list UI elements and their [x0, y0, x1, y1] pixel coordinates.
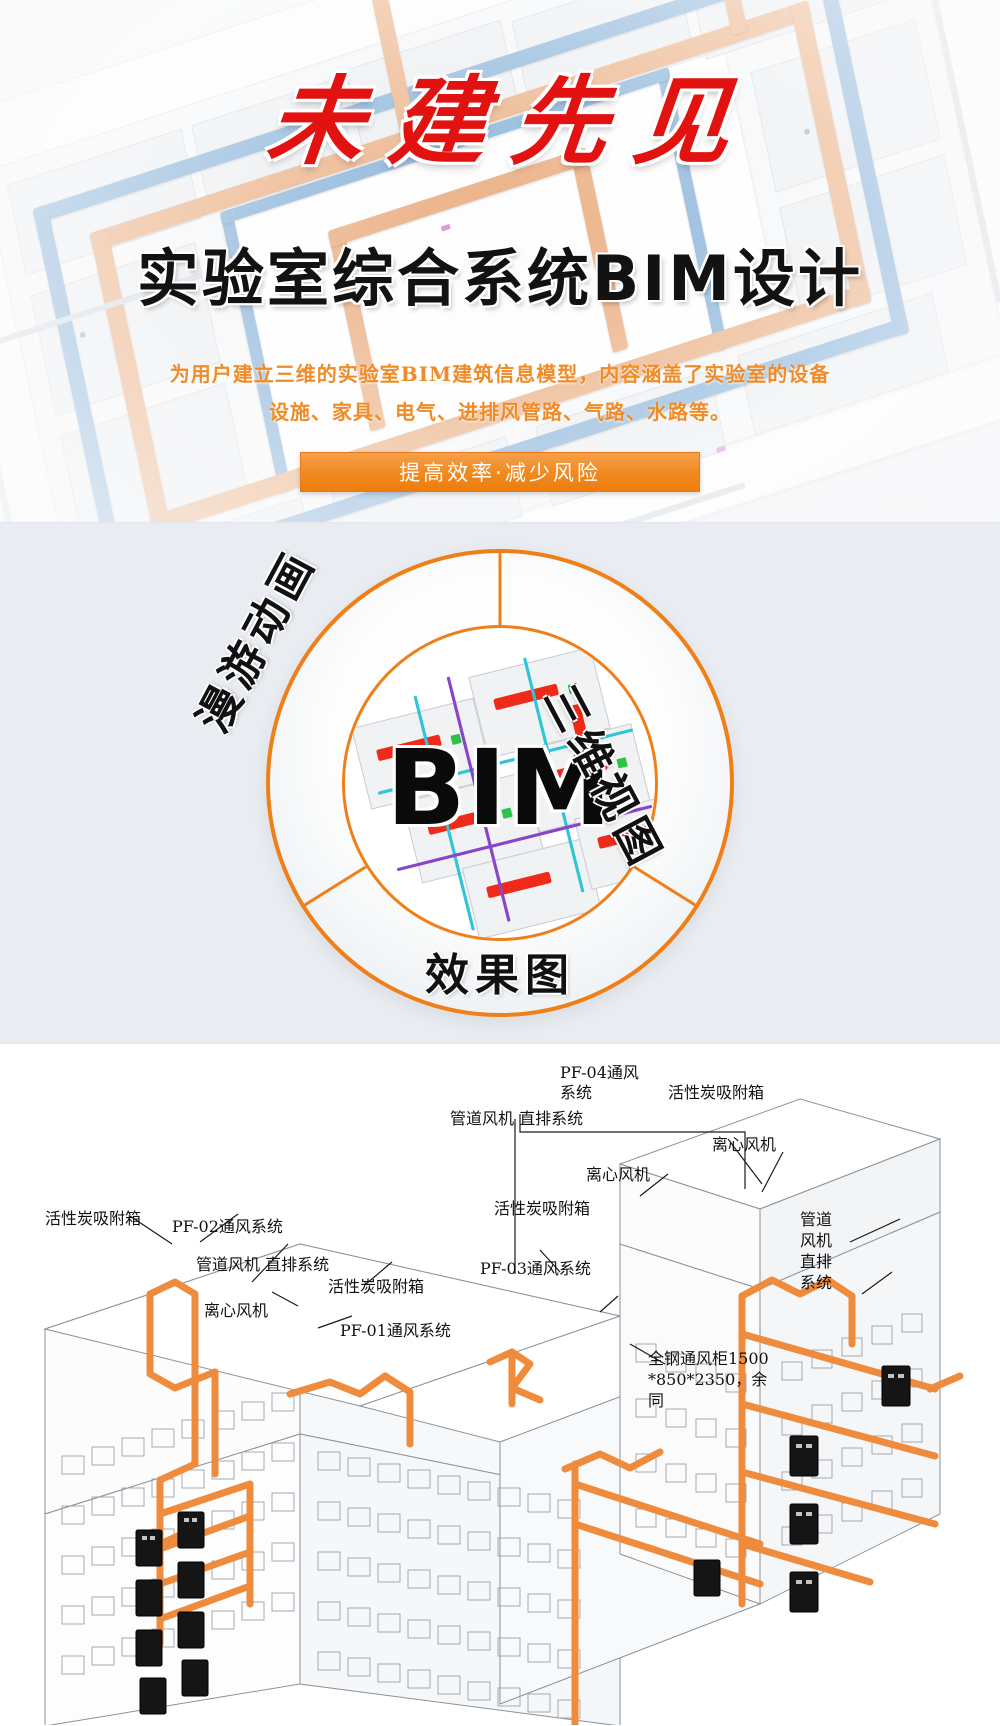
diagram-label-carbon-mid: 活性炭吸附箱 — [494, 1199, 591, 1218]
diagram-label-duct-fan-right: 管道 风机 直排 系统 — [800, 1210, 833, 1293]
diagram-label-pf03: PF-03通风系统 — [480, 1259, 591, 1278]
hero-subtitle-line-1: 为用户建立三维的实验室BIM建筑信息模型，内容涵盖了实验室的设备 — [169, 362, 831, 386]
diagram-label-duct-fan-2: 管道风机 直排系统 — [196, 1255, 330, 1274]
bim-center-word: BIM — [386, 726, 614, 849]
diagram-label-centrifugal-3: 离心风机 — [204, 1301, 269, 1320]
fan-unit-icons — [135, 1365, 911, 1715]
diagram-label-pf01: PF-01通风系统 — [340, 1321, 451, 1340]
diagram-label-pf02: PF-02通风系统 — [172, 1217, 283, 1236]
diagram-label-centrifugal-2: 离心风机 — [586, 1165, 651, 1184]
diagram-label-hood-spec: 全钢通风柜1500 *850*2350，余 同 — [648, 1349, 769, 1410]
diagram-label-duct-fan-1: 管道风机 直排系统 — [450, 1109, 584, 1128]
bim-circle-section: BIM 漫游动画 三维视图 效果图 — [0, 522, 1000, 1043]
hero-section: 未建先见 实验室综合系统BIM设计 为用户建立三维的实验室BIM建筑信息模型，内… — [0, 0, 1000, 522]
ventilation-diagram-section: PF-04通风 系统 活性炭吸附箱 管道风机 直排系统 离心风机 离心风机 活性… — [0, 1043, 1000, 1725]
diagram-label-centrifugal-1: 离心风机 — [712, 1135, 777, 1154]
inner-ring: BIM — [342, 625, 658, 941]
diagram-label-carbon-top: 活性炭吸附箱 — [668, 1083, 765, 1102]
diagram-label-pf04: PF-04通风 系统 — [560, 1063, 639, 1102]
diagram-label-carbon-left: 活性炭吸附箱 — [45, 1209, 142, 1228]
diagram-label-carbon-left2: 活性炭吸附箱 — [328, 1277, 425, 1296]
outer-ring: BIM — [266, 549, 734, 1017]
page-title: 实验室综合系统BIM设计 — [136, 242, 864, 315]
hero-brush-title: 未建先见 — [262, 65, 763, 178]
hero-subtitle-line-2: 设施、家具、电气、进排风管路、气路、水路等。 — [269, 400, 731, 424]
cta-banner[interactable]: 提高效率·减少风险 — [300, 452, 700, 492]
hero-background-image — [0, 0, 1000, 522]
building-isometric-drawing — [43, 1098, 964, 1725]
ring-label-rendering: 效果图 — [425, 950, 575, 1001]
spoke-top — [498, 549, 502, 625]
